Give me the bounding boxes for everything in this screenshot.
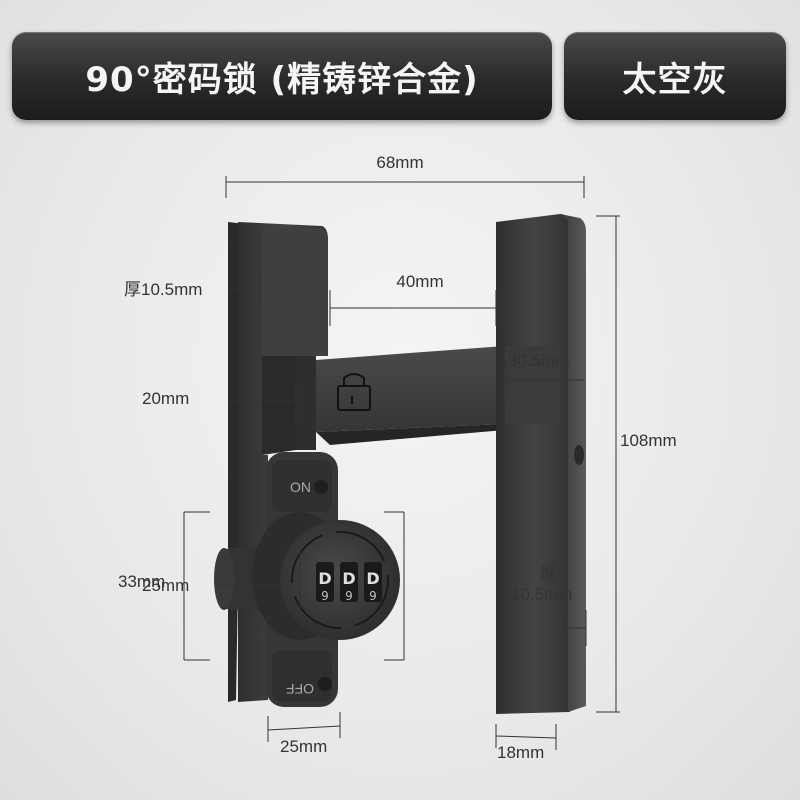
dim-bar-thickness: 30.5mm bbox=[508, 351, 569, 370]
on-indicator-dot bbox=[314, 480, 328, 494]
product-title: 90°密码锁 (精铸锌合金) bbox=[85, 59, 479, 100]
dim-right-thickness-1: 厚 bbox=[540, 564, 557, 583]
color-badge: 太空灰 bbox=[564, 32, 786, 120]
right-body bbox=[496, 214, 586, 714]
dim-left-thickness: 厚10.5mm bbox=[124, 280, 202, 299]
dial-digit-below-1: 9 bbox=[321, 589, 329, 603]
color-name: 太空灰 bbox=[622, 59, 728, 100]
dim-dial-outer: 33mm bbox=[118, 572, 165, 591]
padlock-icon bbox=[337, 373, 371, 411]
dim-total-width: 68mm bbox=[376, 153, 423, 172]
handle-bar bbox=[296, 346, 505, 450]
dial-digit-2: D bbox=[342, 569, 355, 588]
dim-dial-inner: 25mm bbox=[142, 576, 189, 595]
dim-right-thickness-2: 10.5mm bbox=[511, 585, 572, 604]
dim-right-base: 18mm bbox=[497, 743, 544, 762]
dim-total-height: 108mm bbox=[620, 431, 677, 450]
dim-left-base: 25mm bbox=[280, 737, 327, 756]
dial-digit-1: D bbox=[318, 569, 331, 588]
product-title-badge: 90°密码锁 (精铸锌合金) bbox=[12, 32, 552, 120]
off-label: OFF bbox=[286, 681, 314, 697]
off-indicator-dot bbox=[318, 677, 332, 691]
dial-digit-below-2: 9 bbox=[345, 589, 353, 603]
dim-bar-height: 20mm bbox=[142, 389, 189, 408]
screw-hole-icon bbox=[574, 445, 584, 465]
dial-digit-below-3: 9 bbox=[369, 589, 377, 603]
dimension-lines bbox=[183, 176, 620, 750]
dim-gap-width: 40mm bbox=[396, 272, 443, 291]
dial-digit-3: D bbox=[366, 569, 379, 588]
combination-dial: D D D 9 9 9 bbox=[214, 512, 400, 640]
on-label: ON bbox=[290, 479, 311, 495]
